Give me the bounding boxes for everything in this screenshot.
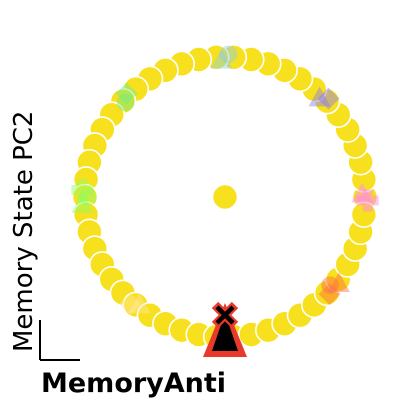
- anchor-x-stroke: [215, 305, 235, 325]
- condition-diamond-marker: [119, 293, 142, 316]
- y-axis-label: Memory State PC2: [9, 111, 39, 352]
- ring-points: [71, 43, 379, 351]
- condition-circle-marker: [321, 276, 339, 294]
- condition-plus-marker: [71, 178, 94, 201]
- condition-diamond-marker: [318, 283, 341, 306]
- condition-triangle-marker: [210, 48, 233, 69]
- condition-triangle-marker: [327, 272, 350, 293]
- condition-triangle-marker: [351, 182, 374, 203]
- anchor-triangle-inner: [212, 313, 238, 351]
- x-axis-label: MemoryAnti: [41, 368, 226, 399]
- condition-plus-marker: [356, 189, 379, 212]
- condition-triangle-marker: [71, 193, 94, 213]
- center-point-layer: [211, 183, 239, 211]
- condition-circle-marker: [116, 93, 135, 112]
- condition-diamond-marker: [115, 82, 138, 105]
- center-point: [211, 183, 239, 211]
- condition-circle-marker: [219, 45, 238, 64]
- condition-diamond-marker: [317, 87, 340, 110]
- ring-point: [350, 201, 378, 228]
- condition-triangle-marker: [128, 293, 151, 314]
- anchor-marker-layer: [203, 301, 247, 357]
- condition-triangle-marker: [308, 86, 331, 107]
- anchor-x-marker: [211, 301, 239, 329]
- condition-circle-marker: [79, 188, 97, 206]
- condition-markers: [71, 45, 379, 316]
